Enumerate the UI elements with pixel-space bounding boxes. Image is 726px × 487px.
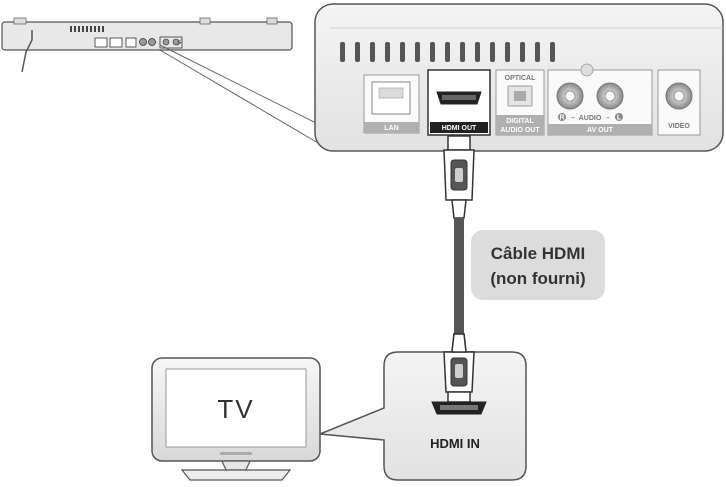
cable-label-line1: Câble HDMI <box>491 244 585 263</box>
power-symbol: ⚡ <box>176 38 183 49</box>
hdmi-plug-top <box>443 135 475 219</box>
hdmi-in-port <box>431 401 487 415</box>
digital-audio-out-label-2: AUDIO OUT <box>500 127 540 134</box>
player-rear-small: ⚡ <box>1 17 293 73</box>
video-port: VIDEO <box>657 69 701 136</box>
video-label: VIDEO <box>668 123 690 130</box>
hdmi-out-port: HDMI OUT <box>427 69 491 136</box>
power-cord <box>21 30 33 73</box>
cable-label-line2: (non fourni) <box>490 269 585 288</box>
audio-label: AUDIO <box>579 115 602 122</box>
lan-port: LAN <box>363 74 420 134</box>
tv-label: TV <box>217 394 254 424</box>
av-out-block: R – AUDIO – L AV OUT <box>547 63 653 136</box>
audio-dash-left: – <box>571 115 575 122</box>
hdmi-out-label: HDMI OUT <box>442 125 477 132</box>
hdmi-plug-bottom-overlay <box>443 333 475 403</box>
zoom-line-lower <box>159 49 331 151</box>
optical-port: OPTICAL DIGITAL AUDIO OUT <box>495 69 545 136</box>
lan-label: LAN <box>384 125 398 132</box>
vent-slots-small <box>70 26 104 32</box>
av-out-label: AV OUT <box>587 127 614 134</box>
rear-panel-callout: LAN HDMI OUT OPTICAL DIGITAL AUDIO OUT <box>314 3 724 152</box>
audio-dash-right: – <box>606 115 610 122</box>
zoom-line-upper <box>159 44 331 131</box>
hdmi-in-label: HDMI IN <box>430 436 480 451</box>
cable-label: Câble HDMI (non fourni) <box>471 230 605 300</box>
hdmi-in-callout: HDMI IN <box>319 333 527 481</box>
audio-left-marker: L <box>617 115 622 122</box>
cable-cord <box>454 218 464 344</box>
digital-audio-out-label-1: DIGITAL <box>506 118 534 125</box>
tv: TV <box>151 357 321 481</box>
optical-label: OPTICAL <box>505 75 536 82</box>
audio-right-marker: R <box>559 115 564 122</box>
vent-slots <box>340 42 555 62</box>
